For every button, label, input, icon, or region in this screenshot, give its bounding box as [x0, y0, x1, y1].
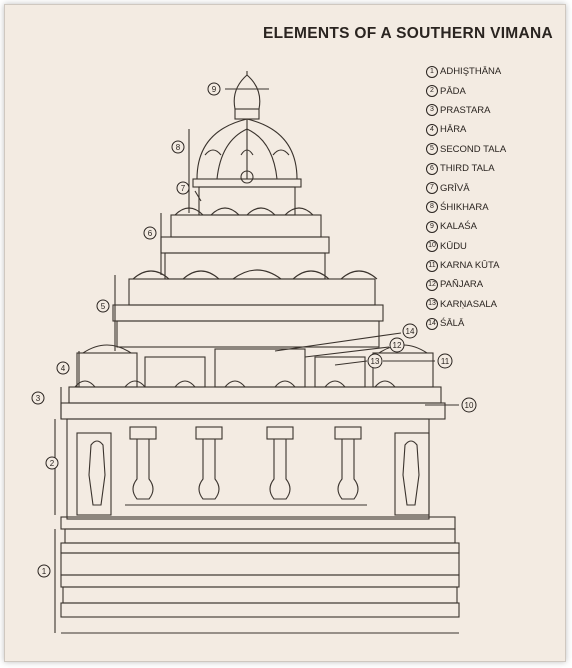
callout-1: 1 — [37, 564, 51, 578]
pada-wall — [66, 418, 430, 520]
legend-label: HĀRA — [440, 124, 467, 136]
legend-label: KARNA KŪTA — [440, 260, 500, 272]
legend-number: 11 — [426, 259, 438, 272]
legend-label: ADHIŞTHĀNA — [440, 66, 502, 78]
legend-number: 5 — [426, 143, 438, 156]
legend-label: PAÑJARA — [440, 279, 484, 291]
legend-number: 12 — [426, 278, 438, 291]
callout-5-label: 5 — [101, 302, 106, 311]
legend-label: KALAŚA — [440, 221, 477, 233]
legend-label: KŪDU — [440, 240, 467, 252]
legend-label: THIRD TALA — [440, 163, 495, 175]
vimana-drawing: 1 2 3 4 5 6 7 8 9 10 11 12 13 14 — [31, 71, 477, 634]
legend-label: ŚHIKHARA — [440, 201, 489, 213]
callout-13-label: 13 — [371, 357, 380, 366]
callout-8: 8 — [171, 140, 185, 154]
second-tala — [112, 269, 384, 348]
legend-number: 14 — [426, 317, 438, 330]
callout-6-label: 6 — [148, 229, 153, 238]
callout-1-label: 1 — [42, 567, 47, 576]
callout-10: 10 — [461, 397, 477, 413]
legend-number: 9 — [426, 220, 438, 233]
figure-title: ELEMENTS OF A SOUTHERN VIMANA — [263, 25, 554, 42]
legend-label: PĀDA — [440, 85, 466, 97]
callout-11-label: 11 — [441, 357, 450, 366]
callout-14-label: 14 — [406, 327, 415, 336]
callout-9-label: 9 — [212, 85, 217, 94]
legend-number: 2 — [426, 85, 438, 98]
callout-9: 9 — [207, 82, 221, 96]
legend-number: 8 — [426, 201, 438, 214]
legend-number: 4 — [426, 123, 438, 136]
kalasa-finial — [233, 71, 261, 120]
callout-4-label: 4 — [61, 364, 66, 373]
callout-brackets — [54, 88, 459, 633]
callout-10-label: 10 — [465, 401, 474, 410]
legend-label: ŚĀLĀ — [440, 318, 465, 330]
shikhara-dome — [196, 118, 298, 180]
callout-12: 12 — [389, 337, 405, 353]
callout-13: 13 — [367, 353, 383, 369]
callout-markers: 1 2 3 4 5 6 7 8 9 10 11 12 13 14 — [31, 82, 477, 578]
callout-2-label: 2 — [50, 459, 55, 468]
legend-label: KARŅASALA — [440, 298, 498, 310]
legend-number: 7 — [426, 182, 438, 195]
third-tala — [160, 207, 330, 280]
adhisthana-base — [60, 516, 460, 634]
legend-number: 1 — [426, 65, 438, 78]
legend-number: 3 — [426, 104, 438, 117]
legend-number: 6 — [426, 162, 438, 175]
callout-7: 7 — [176, 181, 190, 195]
legend-label: SECOND TALA — [440, 143, 507, 155]
callout-5: 5 — [96, 299, 110, 313]
callout-11: 11 — [437, 353, 453, 369]
callout-3: 3 — [31, 391, 45, 405]
legend-label: PRASTARA — [440, 104, 491, 116]
callout-4: 4 — [56, 361, 70, 375]
callout-8-label: 8 — [176, 143, 181, 152]
callout-7-label: 7 — [181, 184, 186, 193]
callout-3-label: 3 — [36, 394, 41, 403]
callout-6: 6 — [143, 226, 157, 240]
callout-12-label: 12 — [393, 341, 402, 350]
legend-label: GRĪVĀ — [440, 182, 470, 194]
legend-number: 13 — [426, 298, 438, 311]
callout-14: 14 — [402, 323, 418, 339]
callout-2: 2 — [45, 456, 59, 470]
legend-number: 10 — [426, 240, 438, 253]
